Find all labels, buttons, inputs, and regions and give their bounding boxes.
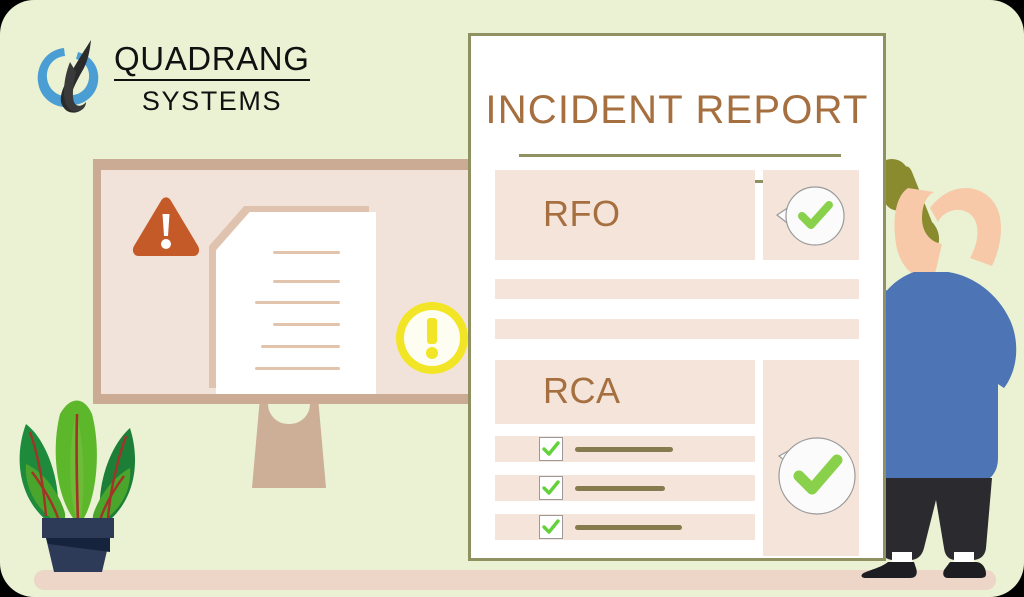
- rca-checklist-line: [575, 525, 682, 530]
- confused-person: [852, 148, 1024, 578]
- swoosh-arc-logo-icon: [34, 38, 108, 118]
- brand-name-line1: QUADRANG: [114, 40, 310, 81]
- document-text-line: [261, 345, 340, 348]
- document-text-line: [273, 323, 340, 326]
- rca-checklist-line: [575, 486, 665, 491]
- brand-wordmark: QUADRANG SYSTEMS: [114, 40, 334, 118]
- floor-bar: [34, 570, 996, 590]
- rca-checkbox[interactable]: [539, 515, 563, 539]
- document-on-screen: [216, 212, 376, 394]
- title-rule-top: [519, 154, 841, 157]
- document-text-line: [255, 301, 340, 304]
- rca-checklist-item[interactable]: [495, 514, 755, 540]
- rca-label: RCA: [543, 370, 621, 411]
- rfo-label: RFO: [543, 193, 621, 234]
- rca-approved-badge[interactable]: [769, 428, 861, 520]
- warning-triangle-icon: [131, 196, 201, 260]
- rca-section-band: RCA: [495, 360, 755, 424]
- rfo-filler-bar: [495, 279, 859, 299]
- rca-checkbox[interactable]: [539, 476, 563, 500]
- monitor-stand-notch: [268, 404, 310, 424]
- exclamation-circle-icon: [394, 300, 470, 376]
- page-title: INCIDENT REPORT: [485, 88, 869, 132]
- rfo-filler-bar: [495, 319, 859, 339]
- rca-checklist-item[interactable]: [495, 436, 755, 462]
- document-text-line: [255, 367, 340, 370]
- brand-name-line2: SYSTEMS: [141, 86, 283, 116]
- potted-plant: [12, 392, 144, 574]
- rca-checklist-item[interactable]: [495, 475, 755, 501]
- rca-checkbox[interactable]: [539, 437, 563, 461]
- rfo-section-band: RFO: [495, 170, 755, 260]
- rca-checklist-line: [575, 447, 673, 452]
- brand-logo[interactable]: QUADRANG SYSTEMS: [34, 36, 334, 122]
- incident-report-document[interactable]: INCIDENT REPORT RFO RCA: [468, 33, 886, 561]
- rfo-approved-badge[interactable]: [771, 181, 851, 251]
- document-text-line: [273, 251, 340, 254]
- document-text-line: [273, 280, 340, 283]
